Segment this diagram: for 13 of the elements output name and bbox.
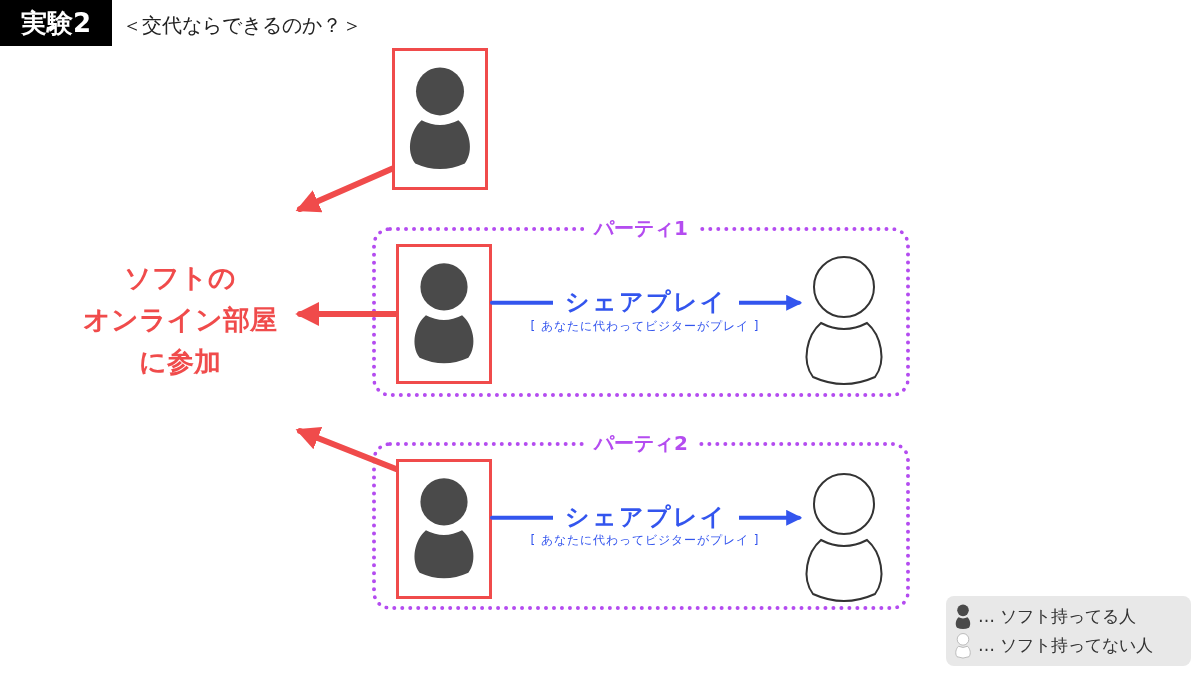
highlight-frame <box>396 459 492 599</box>
legend-text: … ソフト持ってる人 <box>978 605 1137 628</box>
arrow <box>295 165 395 213</box>
arrow <box>295 302 399 326</box>
title-banner: 実験2 <box>0 0 112 46</box>
subtitle: ＜交代ならできるのか？＞ <box>122 12 362 39</box>
note-text: [ あなたに代わってビジターがプレイ ] <box>530 532 760 549</box>
highlight-frame <box>396 244 492 384</box>
target-text: ソフトのオンライン部屋に参加 <box>82 261 278 379</box>
arrow <box>295 426 399 472</box>
legend-text: … ソフト持ってない人 <box>978 634 1154 657</box>
note-text: [ あなたに代わってビジターがプレイ ] <box>530 318 760 335</box>
highlight-frame <box>392 48 488 190</box>
